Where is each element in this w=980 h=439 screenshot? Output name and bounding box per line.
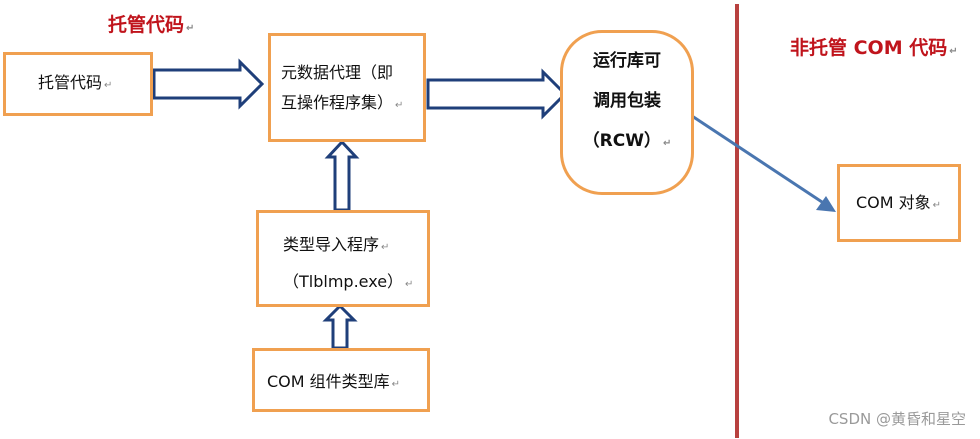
box-text: COM 组件类型库 <box>267 372 390 391</box>
box-text-line2: （Tlblmp.exe） <box>283 272 404 291</box>
box-text-line1: 运行库可 <box>593 51 661 71</box>
box-text-line1: 类型导入程序 <box>283 235 380 254</box>
arrow-managed-to-proxy <box>152 58 265 110</box>
box-text-line3: （RCW） <box>582 131 661 151</box>
watermark: CSDN @黄昏和星空 <box>828 410 966 428</box>
paragraph-mark-icon: ↵ <box>391 379 401 390</box>
paragraph-mark-icon: ↵ <box>395 100 404 111</box>
paragraph-mark-icon: ↵ <box>662 138 672 149</box>
box-text-line2: 互操作程序集） <box>281 93 394 112</box>
managed-unmanaged-divider <box>735 4 739 438</box>
arrow-rcw-to-com-object <box>691 114 823 204</box>
rcw-box: 运行库可 调用包装 （RCW）↵ <box>560 30 694 195</box>
arrow-importer-to-proxy <box>324 139 360 212</box>
arrow-typelib-to-importer <box>322 303 358 350</box>
unmanaged-code-heading: 非托管 COM 代码↵ <box>790 33 958 60</box>
managed-code-heading: 托管代码↵ <box>108 10 194 37</box>
managed-code-box: 托管代码↵ <box>3 52 153 116</box>
heading-text: 托管代码 <box>108 14 185 36</box>
box-text-line2: 调用包装 <box>593 91 661 111</box>
heading-text: 非托管 COM 代码 <box>790 37 948 59</box>
type-importer-box: 类型导入程序↵ （Tlblmp.exe）↵ <box>256 210 430 307</box>
paragraph-mark-icon: ↵ <box>932 200 942 211</box>
com-type-library-box: COM 组件类型库↵ <box>252 348 430 412</box>
metadata-proxy-box: 元数据代理（即 互操作程序集）↵ <box>268 33 426 142</box>
paragraph-mark-icon: ↵ <box>405 279 414 290</box>
box-text-line1: 元数据代理（即 <box>281 63 394 82</box>
com-object-box: COM 对象↵ <box>837 164 961 242</box>
box-text: 托管代码 <box>38 73 103 92</box>
arrow-proxy-to-rcw <box>426 68 568 120</box>
paragraph-mark-icon: ↵ <box>186 23 195 34</box>
arrowhead-rcw-to-com-object <box>816 196 836 212</box>
paragraph-mark-icon: ↵ <box>949 46 958 57</box>
box-text: COM 对象 <box>856 193 931 212</box>
paragraph-mark-icon: ↵ <box>381 242 390 253</box>
paragraph-mark-icon: ↵ <box>104 80 113 91</box>
